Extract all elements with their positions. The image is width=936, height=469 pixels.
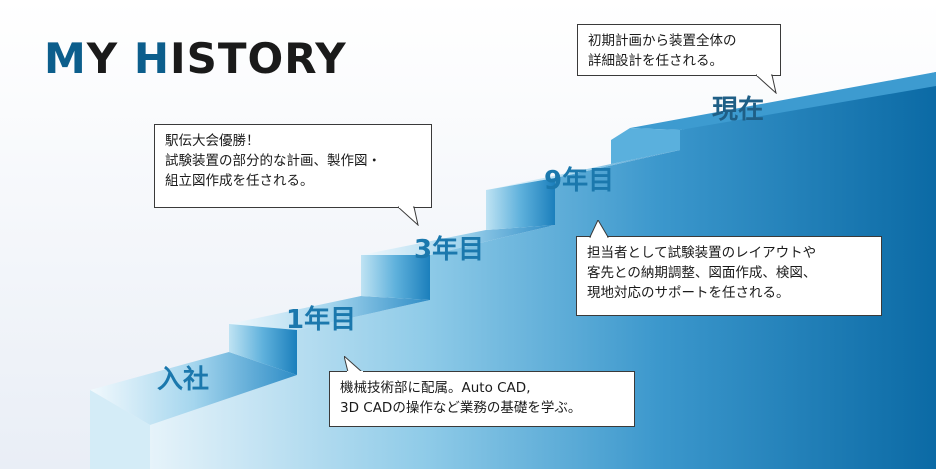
callout-year3-tail bbox=[398, 206, 419, 226]
step-tread-year9 bbox=[486, 150, 680, 190]
callout-entry: 機械技術部に配属。Auto CAD, 3D CADの操作など業務の基礎を学ぶ。 bbox=[329, 371, 635, 427]
step-tread-now bbox=[630, 72, 936, 130]
callout-now-tail bbox=[756, 74, 777, 94]
callout-year3-line-2: 試験装置の部分的な計画、製作図・ bbox=[165, 153, 381, 169]
step-tread-entry bbox=[90, 352, 297, 425]
step-tread-year1 bbox=[229, 296, 430, 330]
title-letter-m: M bbox=[44, 34, 87, 83]
title-letter-h: H bbox=[133, 34, 170, 83]
callout-year3-line-3: 組立図作成を任される。 bbox=[165, 173, 314, 189]
page-title: MY HISTORY bbox=[44, 38, 347, 80]
callout-year9-tail bbox=[589, 220, 609, 238]
title-word-istory: ISTORY bbox=[170, 34, 347, 83]
callout-year9-line-1: 担当者として試験装置のレイアウトや bbox=[587, 245, 817, 261]
callout-now-line-1: 初期計画から装置全体の bbox=[588, 33, 737, 49]
step-label-year1: 1年目 bbox=[286, 305, 357, 335]
callout-entry-line-2: 3D CADの操作など業務の基礎を学ぶ。 bbox=[340, 400, 582, 416]
step-riser-year3 bbox=[361, 255, 430, 300]
step-riser-entry bbox=[90, 390, 150, 469]
callout-year9: 担当者として試験装置のレイアウトや 客先との納期調整、図面作成、検図、 現地対応… bbox=[576, 236, 882, 316]
step-tread-year3 bbox=[361, 225, 555, 255]
callout-now: 初期計画から装置全体の 詳細設計を任される。 bbox=[577, 24, 781, 76]
step-riser-year9 bbox=[486, 178, 555, 230]
step-riser-year1 bbox=[229, 324, 297, 375]
callout-year3: 駅伝大会優勝！ 試験装置の部分的な計画、製作図・ 組立図作成を任される。 bbox=[154, 124, 432, 208]
callout-year9-line-2: 客先との納期調整、図面作成、検図、 bbox=[587, 265, 817, 281]
callout-year3-line-1: 駅伝大会優勝！ bbox=[165, 133, 260, 149]
step-label-year3: 3年目 bbox=[414, 235, 485, 265]
callout-now-line-2: 詳細設計を任される。 bbox=[588, 53, 723, 69]
title-word-y: Y bbox=[86, 34, 134, 83]
step-label-entry: 入社 bbox=[157, 365, 210, 395]
callout-year9-line-3: 現地対応のサポートを任される。 bbox=[587, 285, 790, 301]
step-label-year9: 9年目 bbox=[544, 166, 615, 196]
step-label-now: 現在 bbox=[712, 95, 765, 125]
callout-entry-tail bbox=[344, 356, 364, 373]
step-riser-now bbox=[611, 128, 680, 164]
callout-entry-line-1: 機械技術部に配属。Auto CAD, bbox=[340, 380, 531, 396]
staircase-body bbox=[150, 72, 936, 469]
